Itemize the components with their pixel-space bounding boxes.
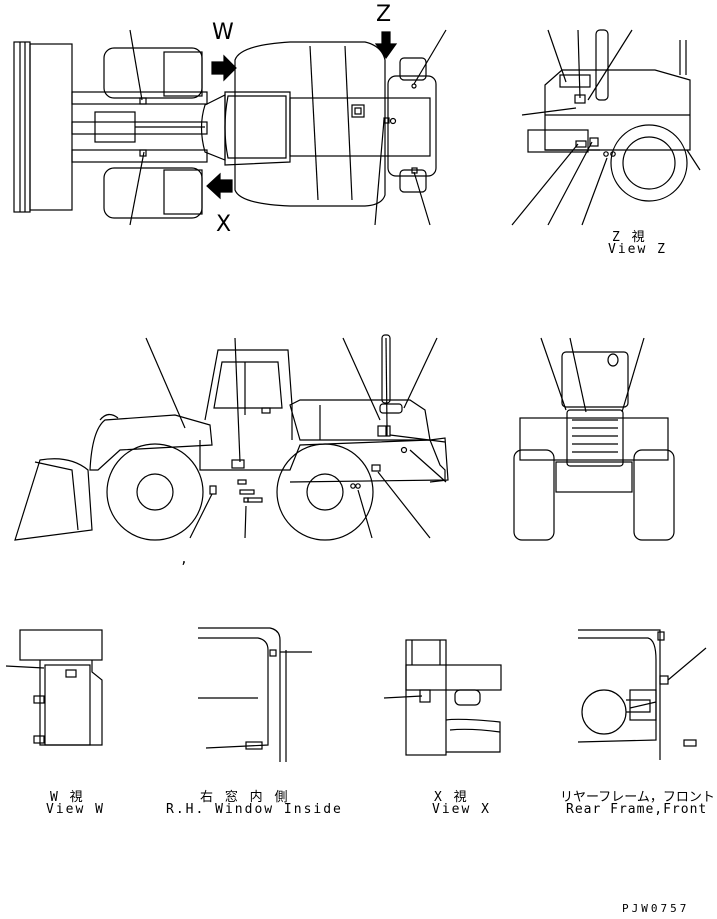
rh-window-caption-en: R.H. Window Inside bbox=[166, 802, 343, 817]
view-w-caption-en: View W bbox=[46, 802, 105, 817]
rh-window-drawing bbox=[198, 627, 312, 762]
rh-window-caption-jp: 右 窓 内 側 bbox=[200, 790, 290, 805]
top-view-loader bbox=[13, 29, 447, 226]
view-x-drawing bbox=[383, 639, 502, 756]
stray-mark: , bbox=[180, 552, 190, 567]
side-view-loader bbox=[14, 334, 449, 541]
rear-frame-drawing bbox=[577, 629, 707, 760]
view-z-caption-en: View Z bbox=[608, 242, 667, 257]
rear-frame-caption-jp: リヤーフレーム，フロント bbox=[560, 790, 715, 805]
view-w-caption-jp: W 視 bbox=[50, 790, 85, 805]
marker-w-label: W bbox=[212, 20, 234, 45]
view-w-drawing bbox=[5, 629, 103, 746]
view-z-drawing bbox=[511, 29, 701, 226]
marker-z-label: Z bbox=[376, 2, 392, 27]
part-number: PJW0757 bbox=[622, 902, 690, 915]
view-x-caption-jp: X 視 bbox=[434, 790, 469, 805]
rear-view-loader bbox=[513, 337, 675, 541]
view-z-caption-jp: Z 視 bbox=[612, 230, 647, 245]
marker-x-label: X bbox=[216, 212, 232, 237]
view-x-caption-en: View X bbox=[432, 802, 491, 817]
rear-frame-caption-en: Rear Frame,Front bbox=[566, 802, 708, 817]
